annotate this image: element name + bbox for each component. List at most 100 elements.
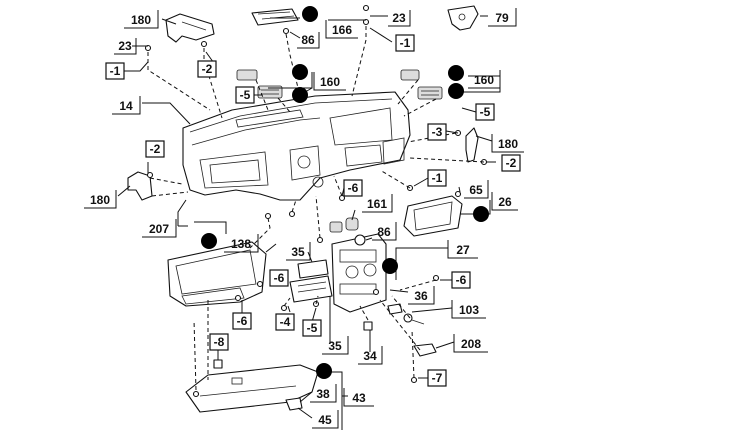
part-number: 27 <box>456 243 470 257</box>
label-bracket <box>124 10 159 29</box>
clip-38-drawing <box>285 397 303 411</box>
part-number: 23 <box>392 11 406 25</box>
part-number: 14 <box>119 99 133 113</box>
bracket-180-right-drawing <box>465 127 479 163</box>
part-number: 103 <box>459 303 479 317</box>
part-number: -5 <box>240 88 251 102</box>
part-label-p180c: 180 <box>84 190 117 209</box>
part-label-p207: 207 <box>142 219 177 238</box>
part-label-p4: -4 <box>275 313 295 331</box>
label-box <box>269 269 289 287</box>
part-number: 86 <box>377 225 391 239</box>
pocket-35-upper-drawing <box>297 259 329 279</box>
label-box <box>235 86 255 104</box>
label-bracket <box>451 300 486 319</box>
bracket-208-drawing <box>413 343 437 357</box>
part-number: -1 <box>400 36 411 50</box>
part-number: 38 <box>316 387 330 401</box>
part-number: -5 <box>480 105 491 119</box>
part-label-p2c: -2 <box>501 154 521 172</box>
label-box <box>395 34 415 52</box>
switch-103-drawing <box>387 303 425 325</box>
pocket-35-lower-drawing <box>289 275 333 303</box>
marker-dot <box>316 363 332 379</box>
part-label-p35a: 35 <box>286 242 311 261</box>
part-label-p27: 27 <box>447 240 478 259</box>
label-box <box>343 179 363 197</box>
label-box <box>232 312 252 330</box>
part-number: 34 <box>363 349 377 363</box>
label-box <box>427 369 447 387</box>
part-label-p6d: -6 <box>232 312 252 330</box>
part-label-p7: -7 <box>427 369 447 387</box>
part-number: -4 <box>280 315 291 329</box>
part-number: 35 <box>291 245 305 259</box>
part-number: -1 <box>110 64 121 78</box>
glovebox-138-drawing <box>167 241 267 307</box>
marker-dot <box>292 64 308 80</box>
cover-79-drawing <box>447 5 479 31</box>
part-label-p180b: 180 <box>491 134 524 153</box>
marker-dot <box>302 6 318 22</box>
center-panel-27-drawing <box>331 233 387 313</box>
glove-lid-43-drawing <box>185 364 319 413</box>
label-box <box>475 103 495 121</box>
label-bracket <box>114 38 137 55</box>
label-bracket <box>358 346 383 365</box>
marker-dot <box>473 206 489 222</box>
part-number: -1 <box>432 171 443 185</box>
label-bracket <box>112 96 141 115</box>
label-box <box>501 154 521 172</box>
part-number: 79 <box>495 11 509 25</box>
part-number: 180 <box>90 193 110 207</box>
label-bracket <box>313 72 346 91</box>
part-label-p8: -8 <box>209 333 229 351</box>
label-bracket <box>322 336 349 355</box>
part-label-p5c: -5 <box>302 319 322 337</box>
label-bracket <box>453 334 488 353</box>
label-box <box>197 60 217 78</box>
part-label-p65: 65 <box>464 180 489 199</box>
leader-lines <box>117 15 501 430</box>
part-label-p34: 34 <box>358 346 383 365</box>
label-box <box>302 319 322 337</box>
part-number: 43 <box>352 391 366 405</box>
part-label-p103: 103 <box>451 300 486 319</box>
part-number: -3 <box>432 125 443 139</box>
part-label-p3: -3 <box>427 123 447 141</box>
part-number: -6 <box>237 314 248 328</box>
label-bracket <box>297 32 320 49</box>
part-number: -7 <box>432 371 443 385</box>
part-label-p5b: -5 <box>475 103 495 121</box>
part-label-p23a: 23 <box>388 10 411 27</box>
label-box <box>145 140 165 158</box>
part-label-p86b: 86 <box>372 222 397 241</box>
vent-160-right-drawing <box>400 69 443 100</box>
part-label-p2a: -2 <box>197 60 217 78</box>
part-label-p161: 161 <box>362 194 393 213</box>
part-number: 160 <box>320 75 340 89</box>
part-label-p138: 138 <box>224 234 259 253</box>
vent-160-left-drawing <box>236 69 283 99</box>
label-box <box>275 313 295 331</box>
label-bracket <box>312 410 339 429</box>
label-box <box>427 123 447 141</box>
part-label-p1a: -1 <box>105 62 125 80</box>
part-label-p180a: 180 <box>124 10 159 29</box>
label-bracket <box>142 219 177 238</box>
part-label-p35b: 35 <box>322 336 349 355</box>
label-bracket <box>464 180 489 199</box>
part-number: -6 <box>274 271 285 285</box>
part-label-p86a: 86 <box>297 32 320 49</box>
label-box <box>427 169 447 187</box>
part-number: 160 <box>474 73 494 87</box>
part-label-p38: 38 <box>310 384 337 403</box>
part-number: 65 <box>469 183 483 197</box>
label-bracket <box>408 286 435 305</box>
part-label-p14: 14 <box>112 96 141 115</box>
label-bracket <box>447 240 478 259</box>
part-label-p45: 45 <box>312 410 339 429</box>
label-bracket <box>388 10 411 27</box>
part-number: 35 <box>328 339 342 353</box>
